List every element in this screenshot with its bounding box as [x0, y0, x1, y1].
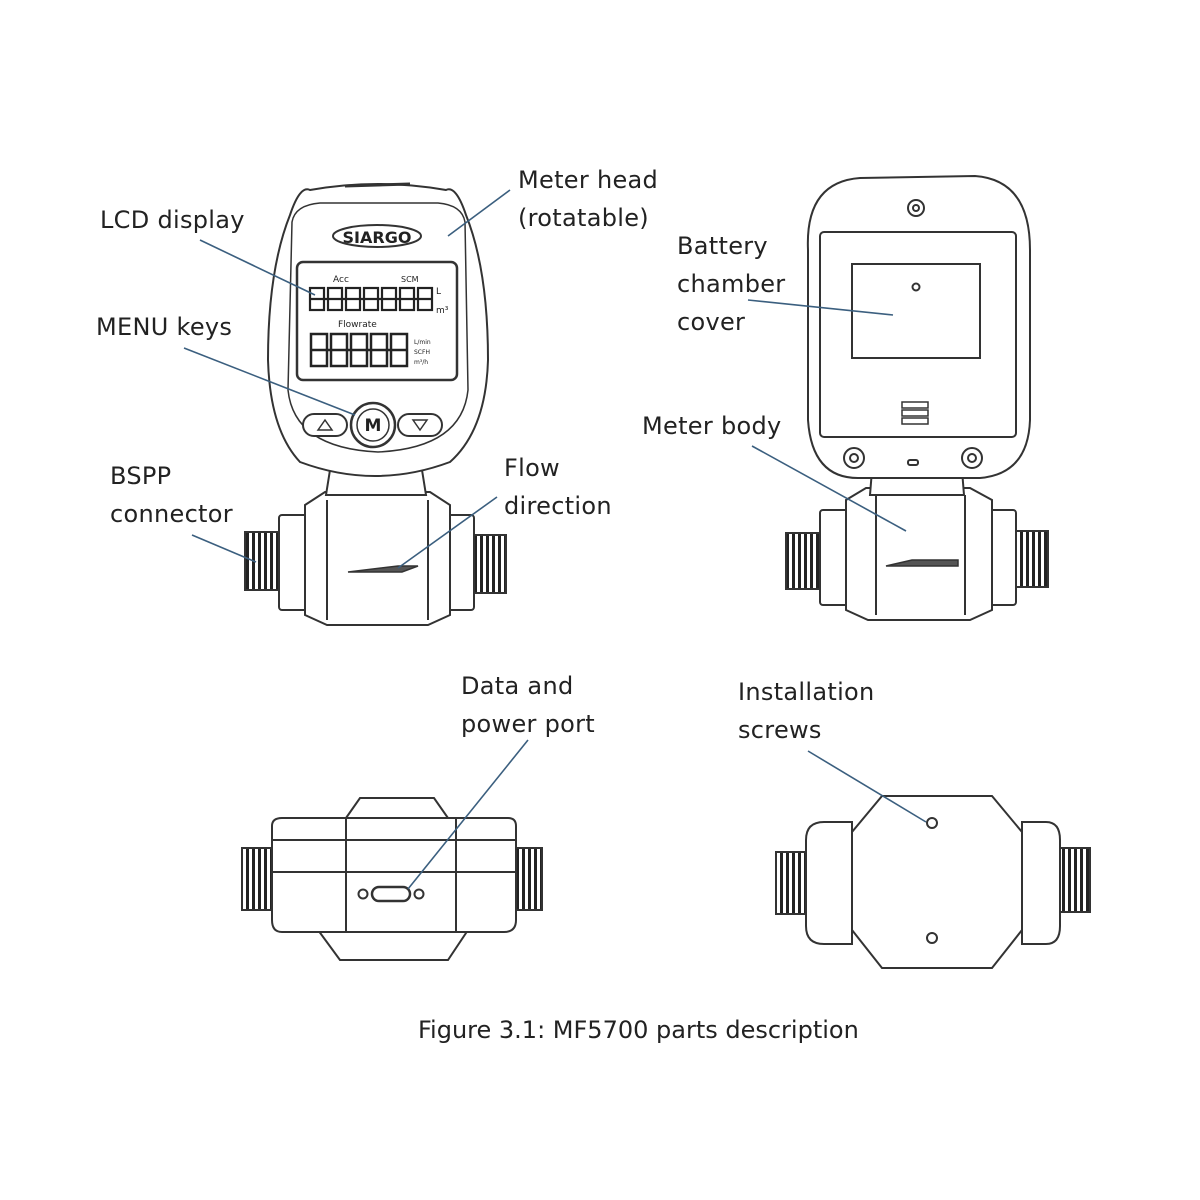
- label-screws-line-1: Installation: [738, 673, 875, 711]
- label-bspp-line-1: BSPP: [110, 457, 233, 495]
- installation-screw-bottom: [927, 933, 937, 943]
- label-data-port-line-1: Data and: [461, 667, 595, 705]
- lcd-screen: [297, 262, 457, 380]
- bottom-view: [776, 796, 1090, 968]
- brand-text: SIARGO: [343, 228, 412, 247]
- lcd-unit-mid: m³: [436, 306, 449, 316]
- front-left-thread: [245, 532, 281, 590]
- front-left-nut: [279, 515, 307, 610]
- lcd-flowrate-label: Flowrate: [338, 320, 377, 330]
- side-body: [272, 818, 516, 932]
- front-right-thread: [470, 535, 506, 593]
- label-meter-head-line-1: Meter head: [518, 161, 658, 199]
- lcd-acc-indicator: Acc: [333, 275, 349, 285]
- figure-caption: Figure 3.1: MF5700 parts description: [418, 1016, 859, 1044]
- label-data-port-line-2: power port: [461, 705, 595, 743]
- label-battery-line-3: cover: [677, 303, 785, 341]
- lcd-unit-bottom-3: m³/h: [414, 359, 428, 366]
- back-left-thread: [786, 533, 822, 589]
- side-view: [242, 798, 542, 960]
- lcd-unit-bottom-2: SCFH: [414, 349, 430, 356]
- label-battery-cover: Battery chamber cover: [677, 227, 785, 341]
- leader-screws: [808, 751, 926, 822]
- label-menu-keys: MENU keys: [96, 308, 232, 346]
- back-right-thread: [1012, 531, 1048, 587]
- label-meter-head: Meter head (rotatable): [518, 161, 658, 237]
- label-bspp-connector: BSPP connector: [110, 457, 233, 533]
- label-installation-screws: Installation screws: [738, 673, 875, 749]
- label-flow-line-1: Flow: [504, 449, 612, 487]
- side-right-thread: [514, 848, 542, 910]
- label-data-power-port: Data and power port: [461, 667, 595, 743]
- label-flow-line-2: direction: [504, 487, 612, 525]
- lcd-unit-top: L: [436, 287, 441, 297]
- label-flow-direction: Flow direction: [504, 449, 612, 525]
- label-screws-line-2: screws: [738, 711, 875, 749]
- lcd-top-right: SCM: [401, 275, 419, 284]
- installation-screw-top: [927, 818, 937, 828]
- label-meter-head-line-2: (rotatable): [518, 199, 658, 237]
- label-bspp-line-2: connector: [110, 495, 233, 533]
- back-meter-body: [846, 488, 992, 620]
- usb-c-port: [372, 887, 410, 901]
- label-battery-line-1: Battery: [677, 227, 785, 265]
- front-view: [245, 184, 506, 625]
- menu-key-letter: M: [365, 416, 382, 436]
- back-view: [786, 176, 1048, 620]
- label-battery-line-2: chamber: [677, 265, 785, 303]
- label-lcd-display: LCD display: [100, 201, 245, 239]
- label-meter-body: Meter body: [642, 407, 782, 445]
- lcd-unit-bottom-1: L/min: [414, 339, 431, 346]
- side-left-thread: [242, 848, 272, 910]
